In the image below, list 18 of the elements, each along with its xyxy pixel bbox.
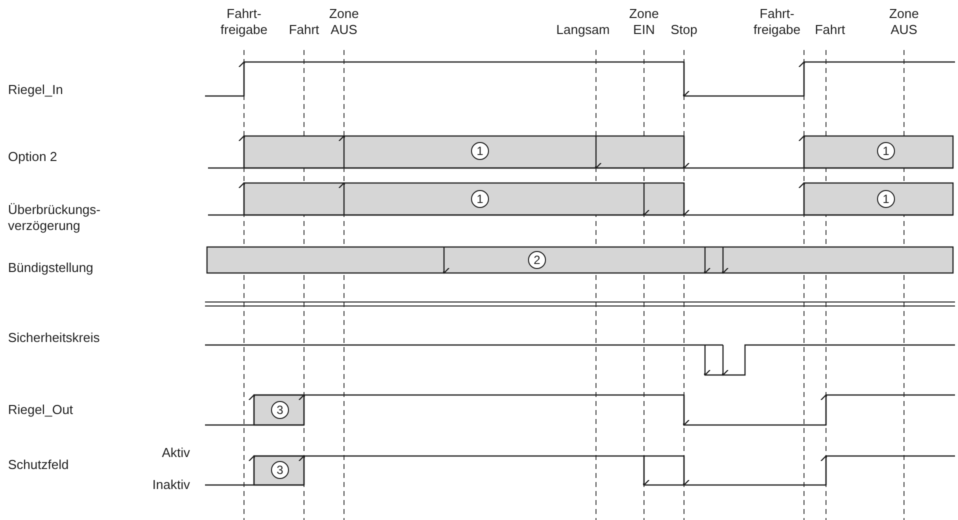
event-label: Zone EIN <box>628 6 660 38</box>
event-label: Langsam <box>555 22 611 38</box>
signal-name: Sicherheitskreis <box>8 330 101 346</box>
signal-name: Option 2 <box>8 149 58 165</box>
event-label: Fahrt <box>288 22 320 38</box>
signal-name: Schutzfeld <box>8 457 70 473</box>
event-label: Fahrt- freigabe <box>752 6 802 38</box>
event-label: Fahrt- freigabe <box>220 6 268 38</box>
level-label: Inaktiv <box>151 477 190 493</box>
event-label: Fahrt <box>814 22 846 38</box>
signal-name: Überbrückungs- verzögerung <box>8 202 102 234</box>
signal-name: Riegel_In <box>8 82 64 98</box>
signal-name: Bündigstellung <box>8 260 94 276</box>
event-label: Zone AUS <box>888 6 920 38</box>
event-label: Zone AUS <box>328 6 360 38</box>
level-label: Aktiv <box>160 445 190 461</box>
event-label: Stop <box>670 22 698 38</box>
signal-name: Riegel_Out <box>8 402 74 418</box>
